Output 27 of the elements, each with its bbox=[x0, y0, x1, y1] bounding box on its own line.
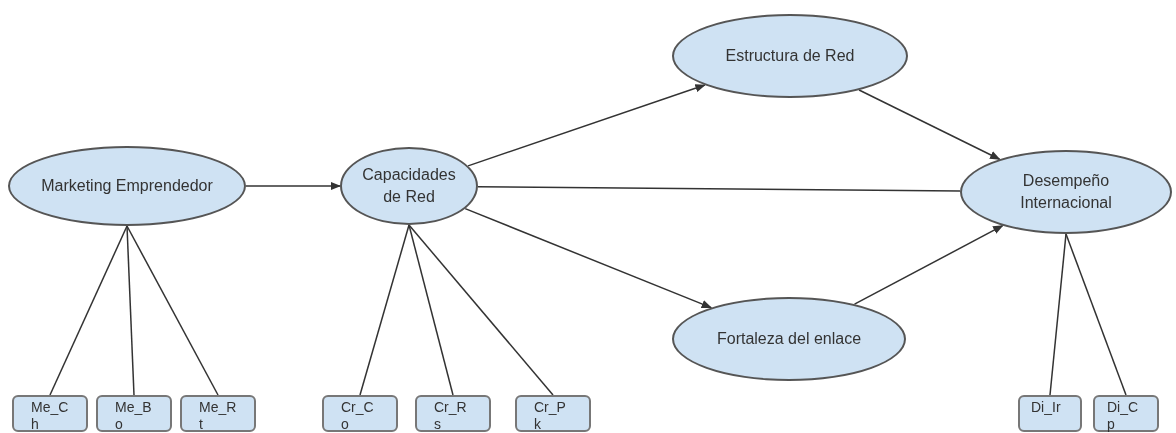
indicator-box: Cr_Co bbox=[322, 395, 398, 432]
indicator-box: Di_Ir bbox=[1018, 395, 1082, 432]
connector-line bbox=[49, 225, 128, 396]
arrow bbox=[245, 181, 342, 191]
connector-line bbox=[408, 224, 554, 396]
construct-ellipse: Fortaleza del enlace bbox=[672, 297, 906, 381]
connector-line bbox=[126, 225, 135, 396]
connector-line bbox=[359, 224, 410, 396]
connector-line bbox=[477, 185, 961, 192]
arrow bbox=[467, 84, 706, 167]
construct-ellipse: Estructura de Red bbox=[672, 14, 908, 98]
connector-line bbox=[408, 224, 454, 396]
arrow bbox=[464, 207, 713, 309]
indicator-box: Me_Bo bbox=[96, 395, 172, 432]
connector-line bbox=[1049, 233, 1067, 396]
indicator-box: Cr_Rs bbox=[415, 395, 491, 432]
connector-line bbox=[1065, 233, 1127, 396]
connector-line bbox=[126, 225, 219, 396]
indicator-box: Cr_Pk bbox=[515, 395, 591, 432]
arrow bbox=[858, 89, 1001, 160]
indicator-box: Di_Cp bbox=[1093, 395, 1159, 432]
indicator-box: Me_Rt bbox=[180, 395, 256, 432]
construct-ellipse: Desempeño Internacional bbox=[960, 150, 1172, 234]
arrow bbox=[853, 224, 1004, 305]
construct-ellipse: Marketing Emprendedor bbox=[8, 146, 246, 226]
construct-ellipse: Capacidades de Red bbox=[340, 147, 478, 225]
indicator-box: Me_Ch bbox=[12, 395, 88, 432]
